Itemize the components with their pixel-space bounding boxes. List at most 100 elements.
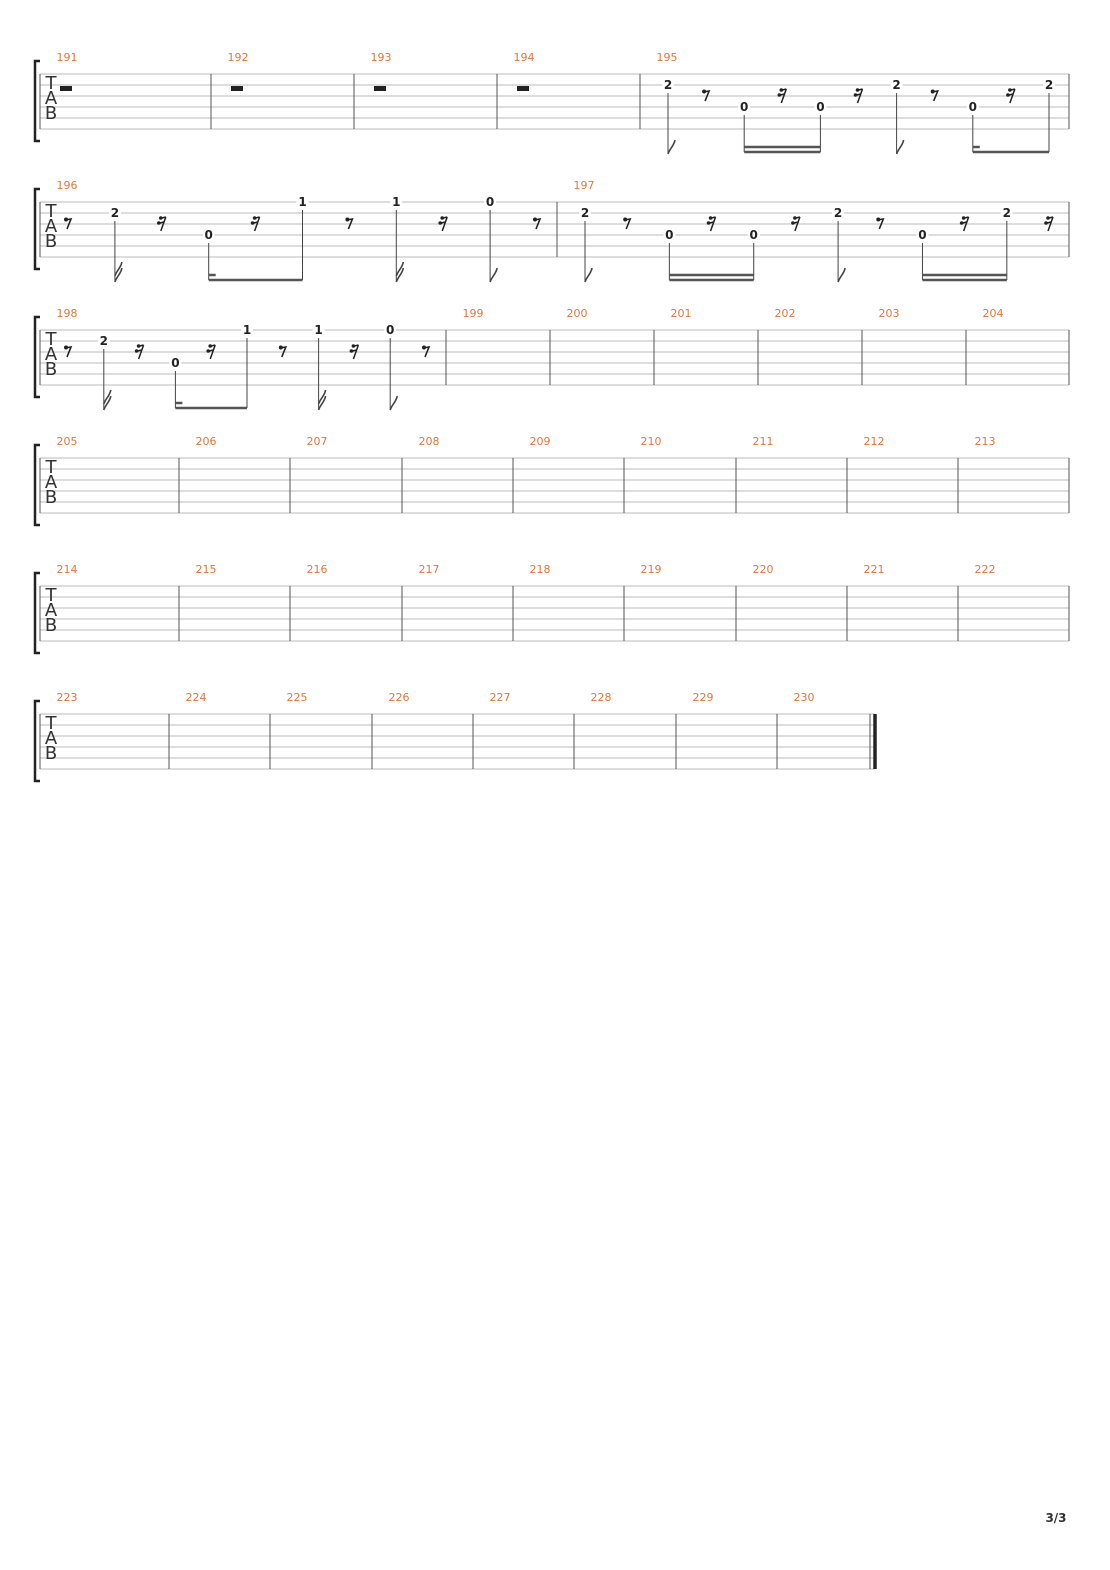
sixteenth-rest-stem xyxy=(157,216,167,232)
measure-number: 227 xyxy=(490,691,511,704)
whole-rest xyxy=(60,86,72,91)
fret-knockout xyxy=(296,195,309,208)
tab-clef-letter: B xyxy=(45,487,57,508)
note-flag xyxy=(584,267,593,283)
note-flag xyxy=(837,267,846,283)
measure-number: 230 xyxy=(794,691,815,704)
system-bracket xyxy=(33,59,40,143)
fret-number: 0 xyxy=(205,228,213,242)
measure-number: 211 xyxy=(753,435,774,448)
fret-knockout xyxy=(169,356,182,369)
fret-number: 2 xyxy=(100,334,108,348)
fret-number: 1 xyxy=(298,195,306,209)
sixteenth-rest-stem xyxy=(207,344,216,360)
fret-knockout xyxy=(241,323,253,336)
fret-number: 2 xyxy=(834,206,842,220)
fret-number: 2 xyxy=(892,78,900,92)
sixteenth-rest-stem xyxy=(1006,88,1016,104)
measure-number: 193 xyxy=(371,51,392,64)
whole-rest xyxy=(374,86,386,91)
measure-number: 224 xyxy=(186,691,207,704)
sixteenth-rest-stem xyxy=(439,216,448,232)
whole-rest xyxy=(517,86,529,91)
measure-number: 215 xyxy=(196,563,217,576)
fret-knockout xyxy=(384,323,397,336)
sixteenth-rest-stem xyxy=(1044,216,1054,232)
note-flag xyxy=(317,389,327,405)
measure-number: 220 xyxy=(753,563,774,576)
fret-knockout xyxy=(663,228,676,241)
note-flag xyxy=(895,139,905,155)
fret-knockout xyxy=(832,206,845,219)
measure-number: 206 xyxy=(196,435,217,448)
system-bracket xyxy=(33,315,40,399)
fret-knockout xyxy=(747,228,760,241)
eighth-rest-stem xyxy=(533,217,542,230)
tab-clef-letter: A xyxy=(45,88,58,109)
fret-knockout xyxy=(1043,78,1055,91)
sixteenth-rest-stem xyxy=(960,216,970,232)
tab-clef-letter: A xyxy=(45,344,58,365)
fret-knockout xyxy=(484,195,497,208)
eighth-rest-stem xyxy=(279,345,288,358)
measure-number: 213 xyxy=(975,435,996,448)
fret-knockout xyxy=(1000,206,1013,219)
measure-number: 218 xyxy=(530,563,551,576)
measure-number: 196 xyxy=(57,179,78,192)
fret-number: 0 xyxy=(918,228,926,242)
note-flag xyxy=(667,139,676,155)
fret-number: 2 xyxy=(664,78,672,92)
fret-number: 2 xyxy=(581,206,589,220)
system-bracket xyxy=(33,571,40,655)
measure-number: 191 xyxy=(57,51,78,64)
fret-knockout xyxy=(890,78,903,91)
measure-number: 228 xyxy=(591,691,612,704)
measure-number: 221 xyxy=(864,563,885,576)
measure-number: 200 xyxy=(567,307,588,320)
note-flag xyxy=(395,267,405,283)
fret-knockout xyxy=(966,100,979,113)
measure-number: 212 xyxy=(864,435,885,448)
system-bracket xyxy=(33,187,40,271)
measure-number: 210 xyxy=(641,435,662,448)
note-flag xyxy=(114,261,123,277)
tab-clef-letter: B xyxy=(45,743,57,764)
measure-number: 205 xyxy=(57,435,78,448)
system-bracket xyxy=(33,443,40,527)
eighth-rest-stem xyxy=(346,217,354,230)
measure-number: 204 xyxy=(983,307,1004,320)
tab-clef-letter: A xyxy=(45,216,58,237)
fret-knockout xyxy=(738,100,751,113)
fret-number: 0 xyxy=(969,100,977,114)
measure-number: 192 xyxy=(228,51,249,64)
fret-number: 2 xyxy=(111,206,119,220)
tab-clef-letter: B xyxy=(45,103,57,124)
note-flag xyxy=(103,395,112,411)
eighth-rest-stem xyxy=(702,89,711,102)
fret-number: 0 xyxy=(386,323,394,337)
eighth-rest-stem xyxy=(64,345,73,358)
measure-number: 198 xyxy=(57,307,78,320)
eighth-rest-stem xyxy=(422,345,431,358)
measure-number: 222 xyxy=(975,563,996,576)
note-flag xyxy=(395,261,405,277)
measure-number: 202 xyxy=(775,307,796,320)
fret-knockout xyxy=(108,206,121,219)
sixteenth-rest-stem xyxy=(707,216,717,232)
tab-clef-letter: T xyxy=(45,457,58,478)
fret-number: 0 xyxy=(486,195,494,209)
eighth-rest-stem xyxy=(877,217,885,230)
note-flag xyxy=(317,395,327,411)
tab-clef-letter: A xyxy=(45,600,58,621)
note-flag xyxy=(114,267,123,283)
tab-clef-letter: B xyxy=(45,615,57,636)
tab-clef-letter: T xyxy=(45,329,58,350)
measure-number: 223 xyxy=(57,691,78,704)
measure-number: 216 xyxy=(307,563,328,576)
tab-clef-letter: B xyxy=(45,231,57,252)
measure-number: 209 xyxy=(530,435,551,448)
measure-number: 225 xyxy=(287,691,308,704)
